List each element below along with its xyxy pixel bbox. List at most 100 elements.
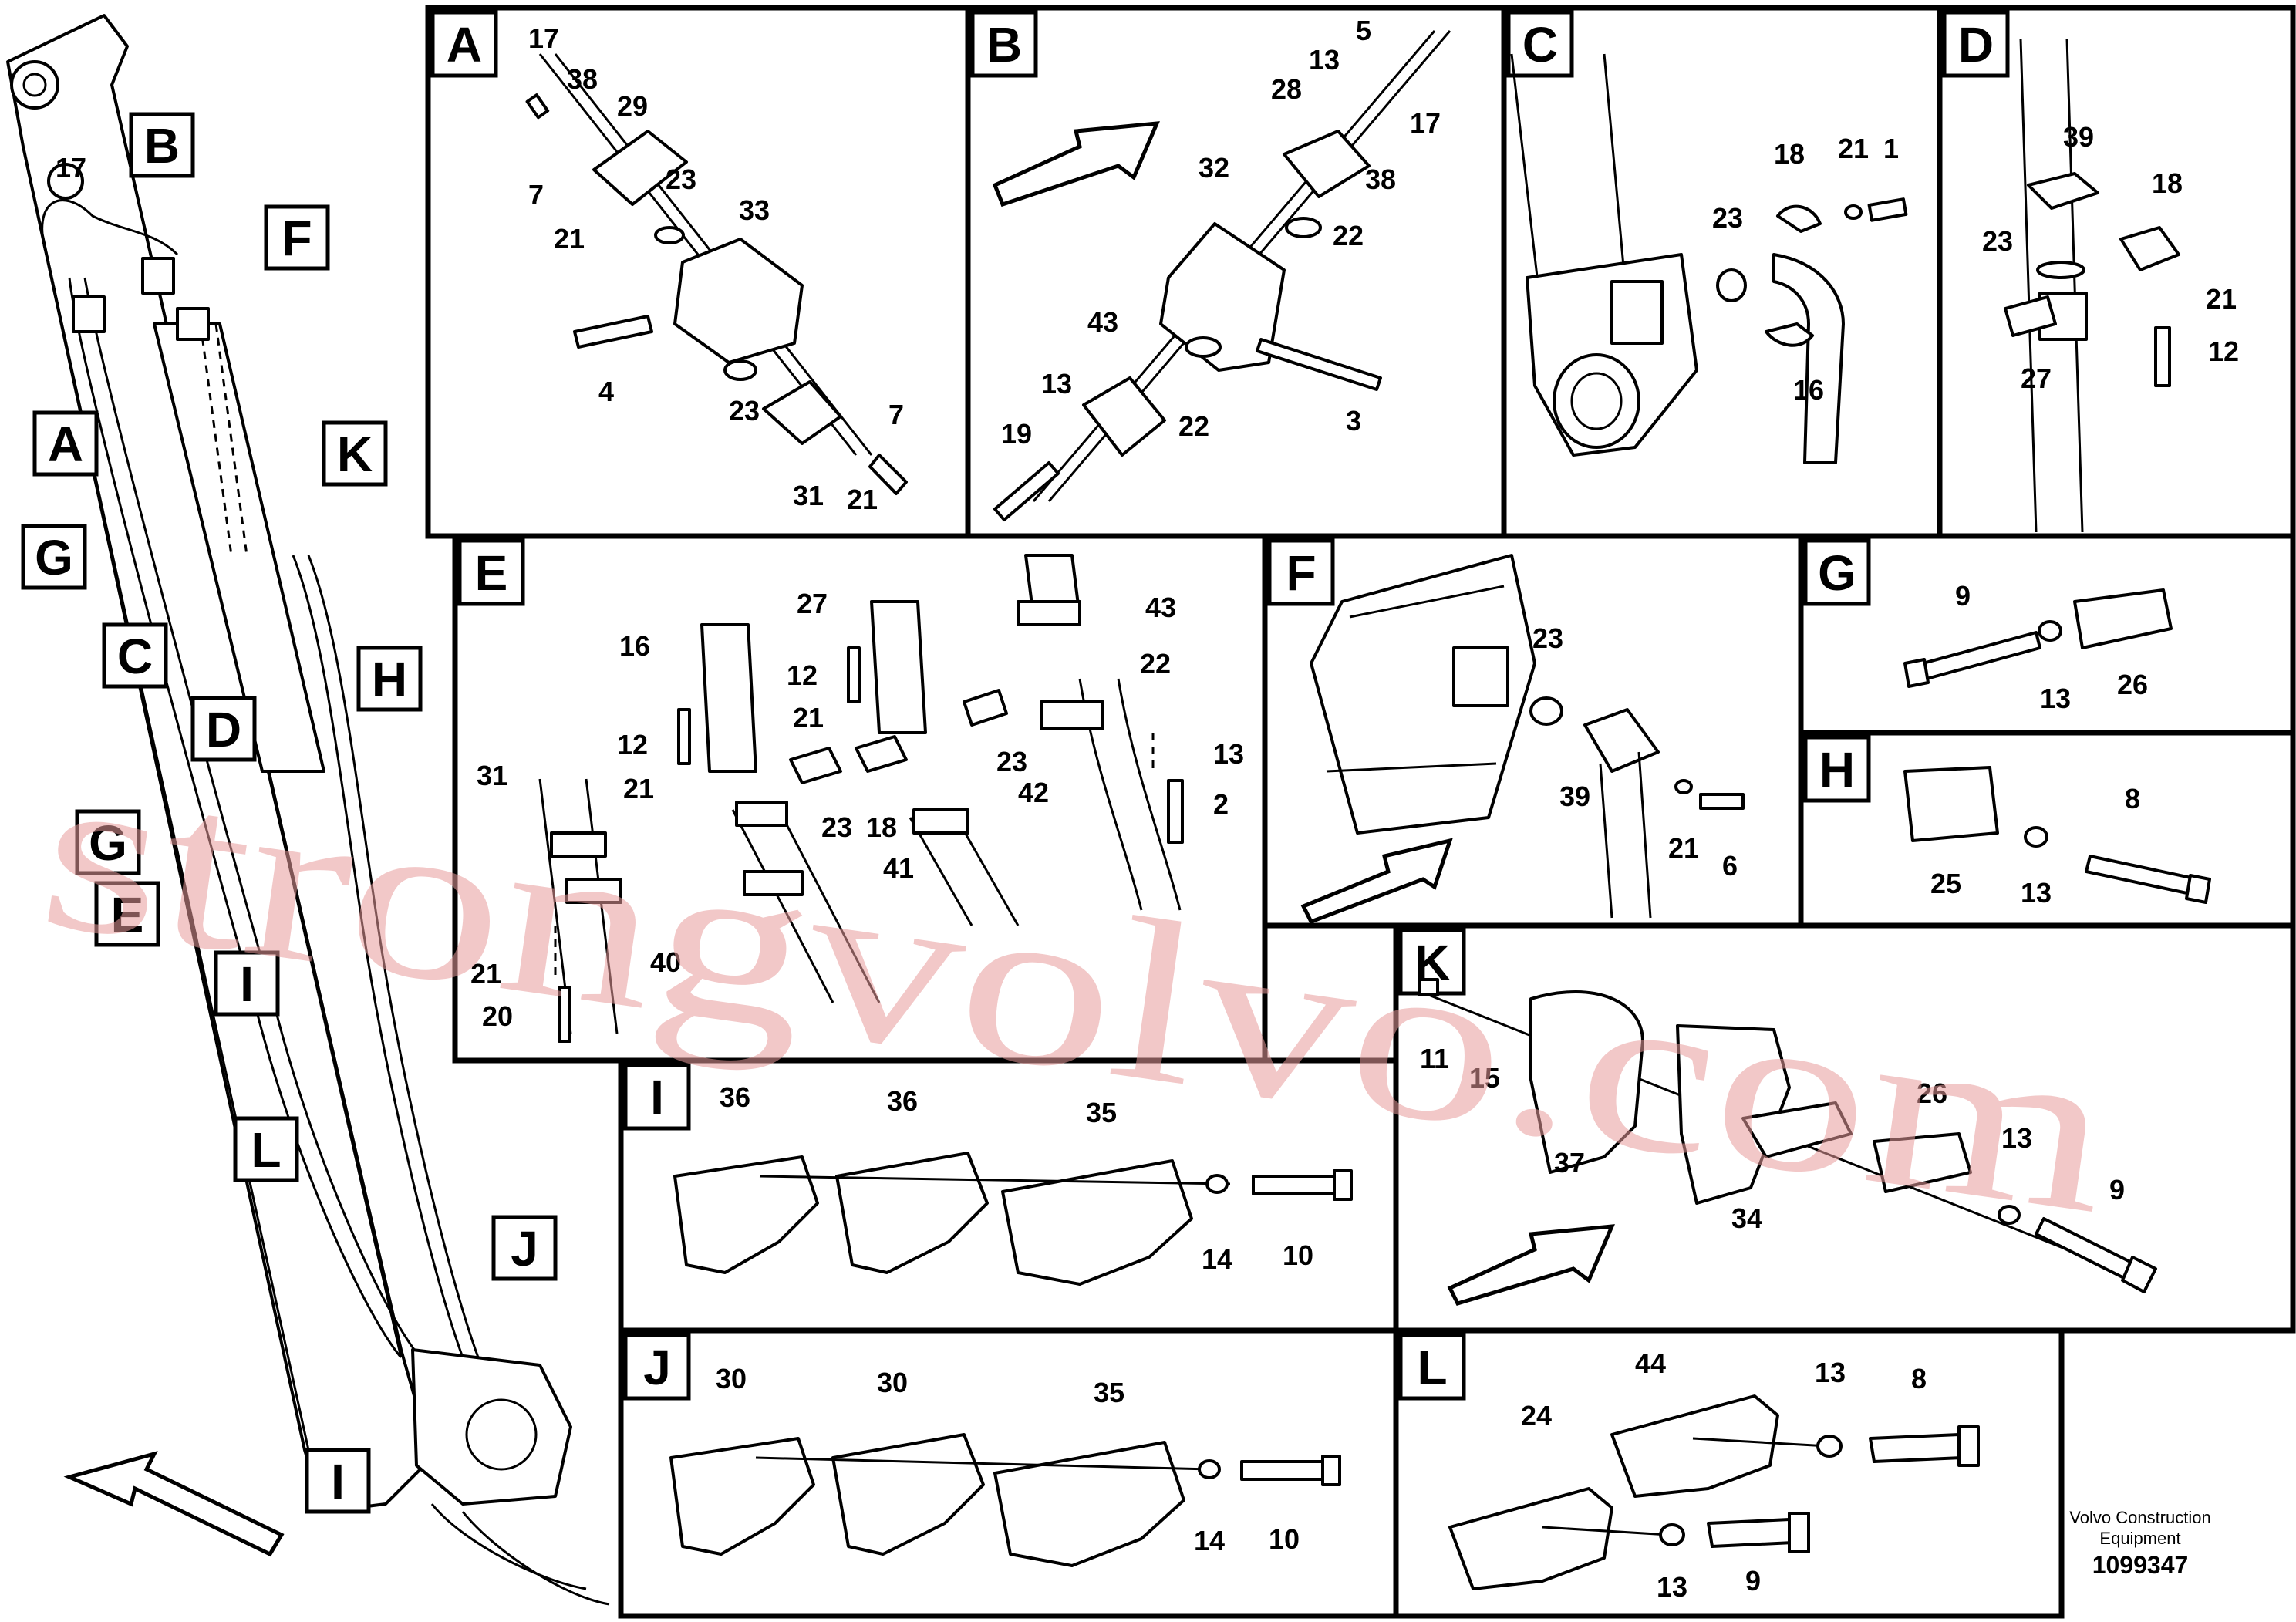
callout-letter: C: [117, 629, 153, 684]
part-number: 12: [787, 659, 818, 691]
part-number: 22: [1178, 410, 1209, 442]
callout-box: [305, 1448, 371, 1514]
part-number: 4: [598, 376, 614, 407]
part-number: 36: [887, 1085, 918, 1117]
part-number: 8: [2125, 783, 2140, 814]
part-number: 30: [716, 1363, 747, 1394]
callout-letter: I: [331, 1454, 345, 1509]
callout-j: J: [491, 1215, 558, 1281]
part-number: 21: [470, 958, 501, 990]
callout-e: E: [94, 881, 160, 947]
part-number: 10: [1283, 1239, 1313, 1271]
part-number: 6: [1722, 850, 1738, 882]
callout-letter: D: [206, 702, 241, 757]
part-number: 35: [1086, 1097, 1117, 1128]
part-number: 23: [821, 811, 852, 843]
part-number: 18: [866, 811, 897, 843]
callout-letter: L: [251, 1122, 281, 1178]
panel-letter-box: [457, 538, 525, 606]
part-number: 43: [1087, 306, 1118, 338]
part-number: 30: [877, 1367, 908, 1398]
panel-d: D: [1937, 5, 2296, 539]
part-number: 23: [666, 164, 696, 195]
callout-letter: K: [337, 427, 373, 482]
part-number: 27: [2021, 363, 2052, 394]
brand-line-2: Equipment: [2099, 1529, 2180, 1548]
panel-letter-box: [623, 1063, 691, 1131]
callout-a: A: [32, 410, 99, 477]
part-number: 19: [1001, 418, 1032, 450]
callout-letter: F: [282, 211, 312, 266]
part-number: 26: [1917, 1077, 1947, 1109]
callout-box: [129, 112, 195, 178]
panel-frame: [452, 533, 1268, 1064]
part-number: 31: [477, 760, 507, 791]
part-number: 41: [883, 852, 914, 884]
part-number: 35: [1094, 1377, 1124, 1408]
part-number: 21: [623, 773, 654, 804]
part-number: 27: [797, 588, 828, 619]
part-number: 12: [617, 729, 648, 760]
callout-box: [491, 1215, 558, 1281]
part-number: 21: [793, 702, 824, 733]
part-number: 21: [1668, 832, 1699, 864]
part-number: 16: [1793, 374, 1824, 406]
callout-box: [190, 696, 257, 762]
callout-box: [322, 420, 388, 487]
drawing-number: 1099347: [2092, 1551, 2189, 1579]
callout-b: B: [129, 112, 195, 178]
panel-l-artwork: [1448, 1394, 1980, 1590]
panel-c-artwork: [1510, 53, 1908, 464]
part-number: 9: [2109, 1174, 2125, 1206]
part-number: 40: [650, 946, 681, 978]
part-number: 7: [528, 179, 544, 211]
part-number: 23: [996, 746, 1027, 777]
part-number: 13: [2040, 683, 2071, 714]
part-number: 23: [1532, 622, 1563, 654]
panel-letter-box: [1506, 10, 1574, 78]
panel-letter: L: [1417, 1340, 1447, 1395]
part-number: 42: [1018, 777, 1049, 808]
callout-box: [94, 881, 160, 947]
part-number: 14: [1194, 1525, 1225, 1556]
callout-letter: H: [372, 652, 407, 707]
panel-frame: [1937, 5, 2296, 539]
part-number: 22: [1333, 220, 1364, 251]
panel-letter: D: [1958, 17, 1994, 73]
panel-e: E: [452, 533, 1268, 1064]
part-number: 29: [617, 90, 648, 122]
part-number: 13: [2001, 1122, 2032, 1154]
part-number: 10: [1269, 1523, 1300, 1555]
callout-letter: I: [240, 956, 254, 1012]
callout-g: G: [21, 524, 87, 590]
part-number: 13: [2021, 877, 2052, 909]
part-number: 13: [1213, 738, 1244, 770]
callout-box: [233, 1116, 299, 1182]
panel-d-artwork: [2004, 38, 2180, 533]
callout-box: [214, 950, 280, 1017]
part-number: 44: [1635, 1347, 1666, 1379]
callout-box: [75, 809, 141, 875]
panel-frame: [1798, 730, 2296, 929]
callout-i: I: [305, 1448, 371, 1514]
part-number: 34: [1731, 1202, 1762, 1234]
panel-letter-box: [430, 10, 498, 78]
part-number: 23: [1982, 225, 2013, 257]
part-number: 18: [1774, 138, 1805, 170]
panel-letter-box: [1803, 735, 1871, 803]
callout-f: F: [264, 204, 330, 271]
callout-g: G: [75, 809, 141, 875]
callout-letter: B: [144, 118, 180, 174]
callout-l: L: [233, 1116, 299, 1182]
brand-line-1: Volvo Construction: [2069, 1508, 2210, 1527]
part-number: 23: [729, 395, 760, 427]
part-number: 38: [1365, 164, 1396, 195]
callout-c: C: [102, 622, 168, 689]
panel-j-artwork: [669, 1433, 1341, 1567]
part-number: 36: [720, 1081, 750, 1113]
panel-letter-box: [1267, 538, 1335, 606]
panel-letter: G: [1818, 545, 1856, 601]
